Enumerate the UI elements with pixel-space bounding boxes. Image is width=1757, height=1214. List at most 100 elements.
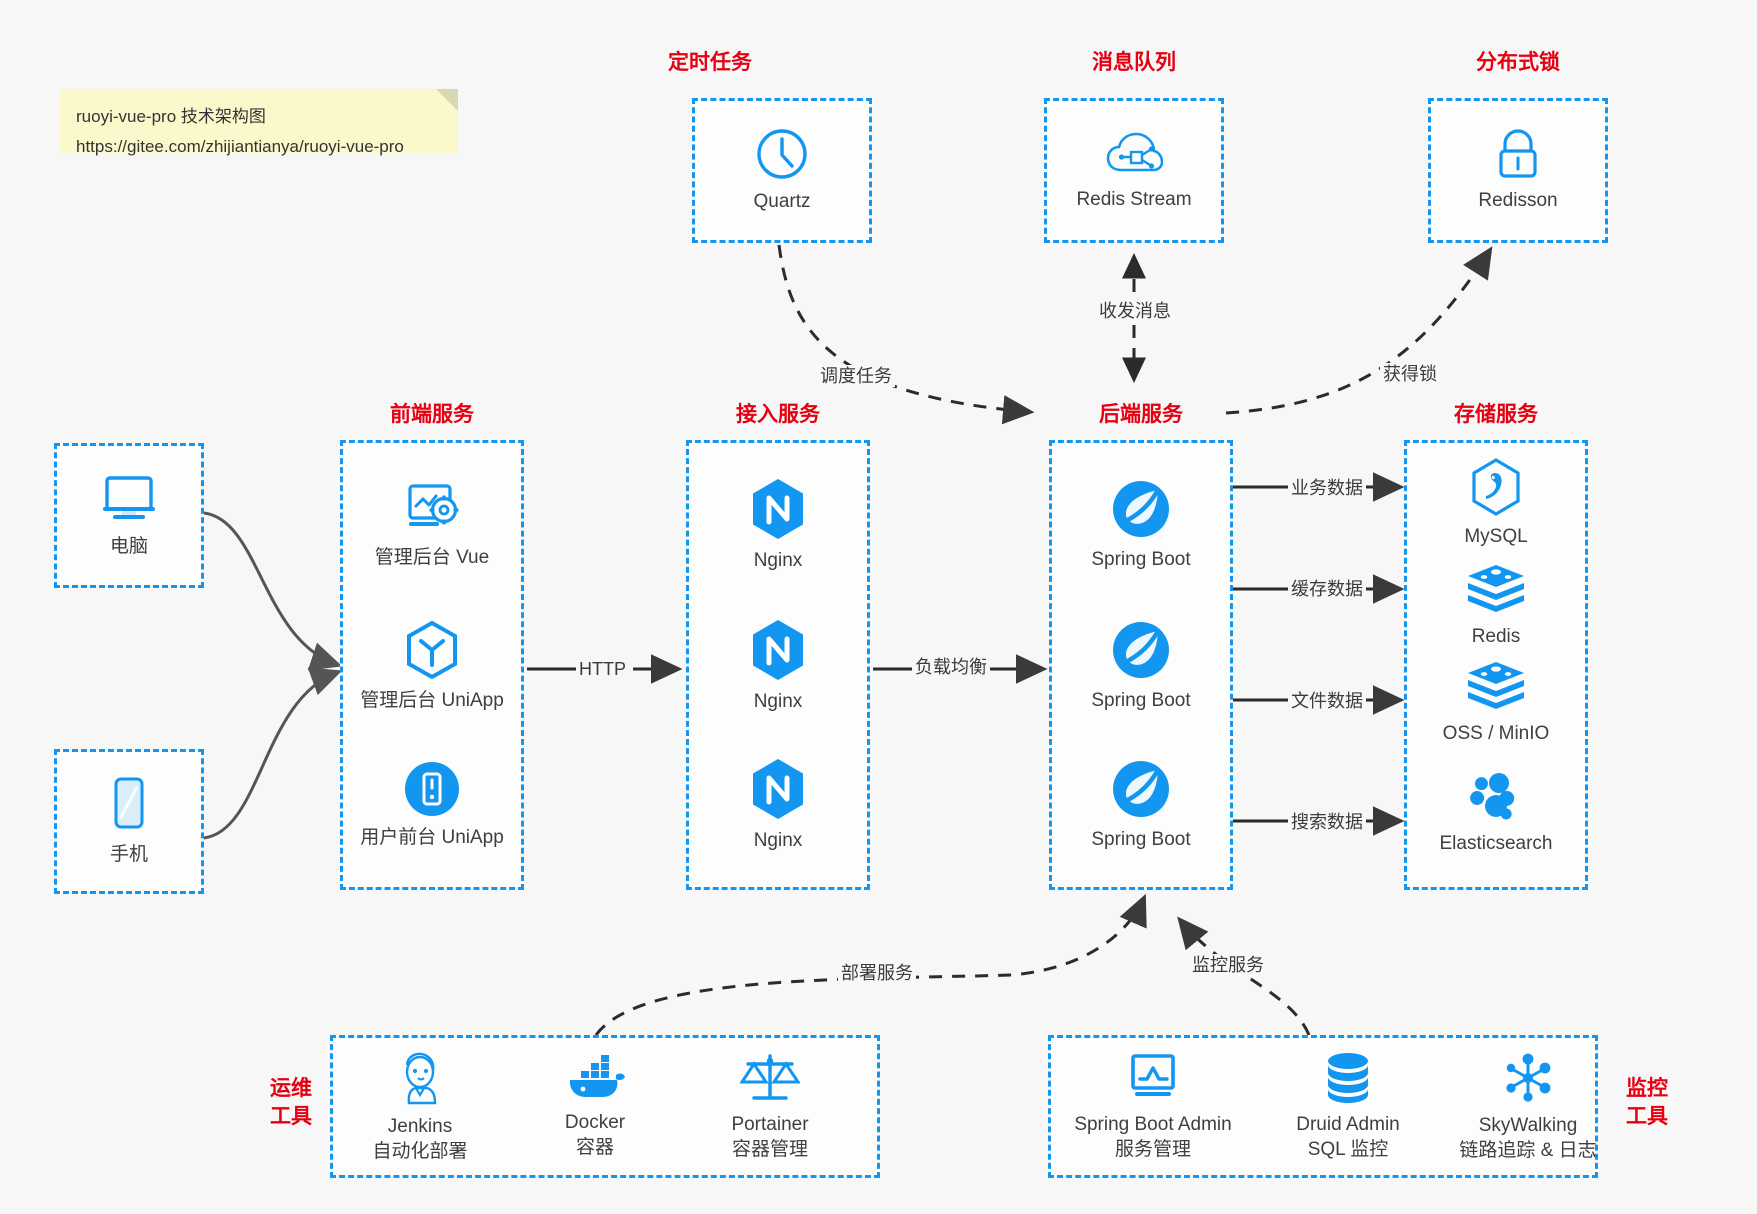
group-title-monitoring: 监控 工具 bbox=[1612, 1075, 1682, 1131]
note-line-title: ruoyi-vue-pro 技术架构图 bbox=[76, 107, 266, 126]
node-label-main: Docker bbox=[564, 1111, 626, 1133]
clock-icon bbox=[754, 126, 810, 182]
node-druid-admin[interactable]: Druid Admin SQL 监控 bbox=[1268, 1042, 1428, 1170]
lock-icon bbox=[1492, 127, 1544, 181]
node-label: MySQL bbox=[1464, 525, 1528, 547]
node-nginx-2[interactable]: Nginx bbox=[686, 603, 870, 728]
node-label: Quartz bbox=[753, 191, 811, 212]
node-label-sub: SQL 监控 bbox=[1307, 1138, 1389, 1160]
node-redisson[interactable]: Redisson bbox=[1428, 110, 1608, 230]
dashboard-gear-icon bbox=[402, 480, 462, 538]
note-fold-corner bbox=[436, 89, 458, 111]
group-title-devops-line2: 工具 bbox=[270, 1105, 312, 1128]
spring-boot-icon bbox=[1110, 478, 1172, 540]
node-label: Spring Boot bbox=[1091, 828, 1191, 850]
edge-label-deploy: 部署服务 bbox=[838, 962, 916, 984]
edge-label-search-data: 搜索数据 bbox=[1288, 811, 1366, 833]
diagram-note: ruoyi-vue-pro 技术架构图 https://gitee.com/zh… bbox=[60, 89, 458, 156]
redis-icon bbox=[1465, 660, 1527, 714]
node-label: Redis bbox=[1471, 625, 1521, 647]
node-admin-vue[interactable]: 管理后台 Vue bbox=[340, 462, 524, 587]
phone-icon bbox=[106, 775, 152, 835]
nginx-icon bbox=[749, 477, 807, 541]
nginx-icon bbox=[749, 757, 807, 821]
mobile-app-icon bbox=[403, 760, 461, 818]
database-icon bbox=[1321, 1051, 1375, 1105]
spring-boot-icon bbox=[1110, 619, 1172, 681]
node-desktop[interactable]: 电脑 bbox=[54, 452, 204, 577]
edge-label-load-balance: 负载均衡 bbox=[912, 656, 990, 678]
edge-label-acquire-lock: 获得锁 bbox=[1380, 363, 1440, 385]
node-label: Nginx bbox=[753, 690, 803, 712]
node-label: Jenkins 自动化部署 bbox=[372, 1114, 467, 1164]
scales-icon bbox=[739, 1051, 801, 1105]
spring-boot-icon bbox=[1110, 758, 1172, 820]
group-title-frontend: 前端服务 bbox=[390, 403, 474, 426]
node-mysql[interactable]: MySQL bbox=[1404, 450, 1588, 555]
node-label: Docker 容器 bbox=[565, 1110, 625, 1160]
node-label: 管理后台 UniApp bbox=[360, 689, 504, 711]
node-label-sub: 服务管理 bbox=[1114, 1138, 1191, 1160]
elasticsearch-icon bbox=[1468, 768, 1524, 824]
node-label: Spring Boot bbox=[1091, 689, 1191, 711]
node-nginx-1[interactable]: Nginx bbox=[686, 462, 870, 587]
node-jenkins[interactable]: Jenkins 自动化部署 bbox=[340, 1042, 500, 1170]
node-spring-boot-2[interactable]: Spring Boot bbox=[1049, 603, 1233, 728]
jenkins-icon bbox=[391, 1049, 449, 1107]
cloud-stream-icon bbox=[1105, 128, 1164, 180]
node-skywalking[interactable]: SkyWalking 链路追踪 & 日志 bbox=[1438, 1042, 1618, 1170]
edge-label-http: HTTP bbox=[576, 658, 629, 680]
group-title-monitoring-line1: 监控 bbox=[1626, 1077, 1668, 1100]
node-spring-boot-admin[interactable]: Spring Boot Admin 服务管理 bbox=[1058, 1042, 1248, 1170]
node-phone[interactable]: 手机 bbox=[54, 758, 204, 883]
group-title-devops-line1: 运维 bbox=[270, 1077, 312, 1100]
group-title-message-queue: 消息队列 bbox=[1092, 51, 1176, 74]
node-label-main: SkyWalking bbox=[1478, 1114, 1578, 1136]
node-spring-boot-1[interactable]: Spring Boot bbox=[1049, 462, 1233, 587]
node-redis[interactable]: Redis bbox=[1404, 553, 1588, 658]
node-label-sub: 容器管理 bbox=[731, 1138, 808, 1160]
edge-label-file-data: 文件数据 bbox=[1288, 690, 1366, 712]
node-elasticsearch[interactable]: Elasticsearch bbox=[1404, 757, 1588, 867]
edge-label-messaging: 收发消息 bbox=[1096, 300, 1174, 322]
group-title-backend: 后端服务 bbox=[1099, 403, 1183, 426]
node-label-main: Jenkins bbox=[387, 1115, 453, 1137]
group-scheduled-task bbox=[692, 98, 872, 243]
node-label-sub: 容器 bbox=[575, 1136, 614, 1158]
node-label-main: Druid Admin bbox=[1296, 1113, 1400, 1135]
skywalking-icon bbox=[1500, 1050, 1556, 1106]
group-devops bbox=[330, 1035, 880, 1178]
edge-label-monitor: 监控服务 bbox=[1189, 954, 1267, 976]
node-spring-boot-3[interactable]: Spring Boot bbox=[1049, 742, 1233, 867]
group-title-monitoring-line2: 工具 bbox=[1626, 1105, 1668, 1128]
node-label: Redis Stream bbox=[1076, 189, 1192, 210]
node-label: Portainer 容器管理 bbox=[731, 1112, 808, 1162]
node-nginx-3[interactable]: Nginx bbox=[686, 742, 870, 867]
node-portainer[interactable]: Portainer 容器管理 bbox=[690, 1042, 850, 1170]
desktop-icon bbox=[98, 471, 160, 527]
docker-icon bbox=[564, 1053, 626, 1103]
node-label-sub: 链路追踪 & 日志 bbox=[1459, 1139, 1597, 1161]
group-title-devops: 运维 工具 bbox=[256, 1075, 326, 1131]
node-user-uniapp[interactable]: 用户前台 UniApp bbox=[340, 742, 524, 867]
node-label: OSS / MinIO bbox=[1442, 722, 1550, 744]
node-label: 手机 bbox=[109, 843, 148, 865]
group-title-storage: 存储服务 bbox=[1454, 403, 1538, 426]
node-admin-uniapp[interactable]: 管理后台 UniApp bbox=[340, 603, 524, 728]
group-title-distributed-lock: 分布式锁 bbox=[1476, 51, 1560, 74]
node-quartz[interactable]: Quartz bbox=[692, 110, 872, 230]
monitor-chart-icon bbox=[1124, 1051, 1182, 1105]
node-label: Spring Boot bbox=[1091, 548, 1191, 570]
node-label: Nginx bbox=[753, 829, 803, 851]
node-label: Redisson bbox=[1478, 190, 1558, 211]
node-docker[interactable]: Docker 容器 bbox=[515, 1042, 675, 1170]
node-label: 管理后台 Vue bbox=[374, 546, 490, 568]
node-redis-stream[interactable]: Redis Stream bbox=[1044, 110, 1224, 230]
note-line-url: https://gitee.com/zhijiantianya/ruoyi-vu… bbox=[76, 137, 404, 156]
hexagon-cube-icon bbox=[403, 619, 461, 681]
node-oss-minio[interactable]: OSS / MinIO bbox=[1404, 650, 1588, 755]
node-label: Spring Boot Admin 服务管理 bbox=[1074, 1112, 1231, 1162]
node-label-sub: 自动化部署 bbox=[372, 1140, 468, 1162]
group-monitoring bbox=[1048, 1035, 1598, 1178]
edge-label-biz-data: 业务数据 bbox=[1288, 477, 1366, 499]
